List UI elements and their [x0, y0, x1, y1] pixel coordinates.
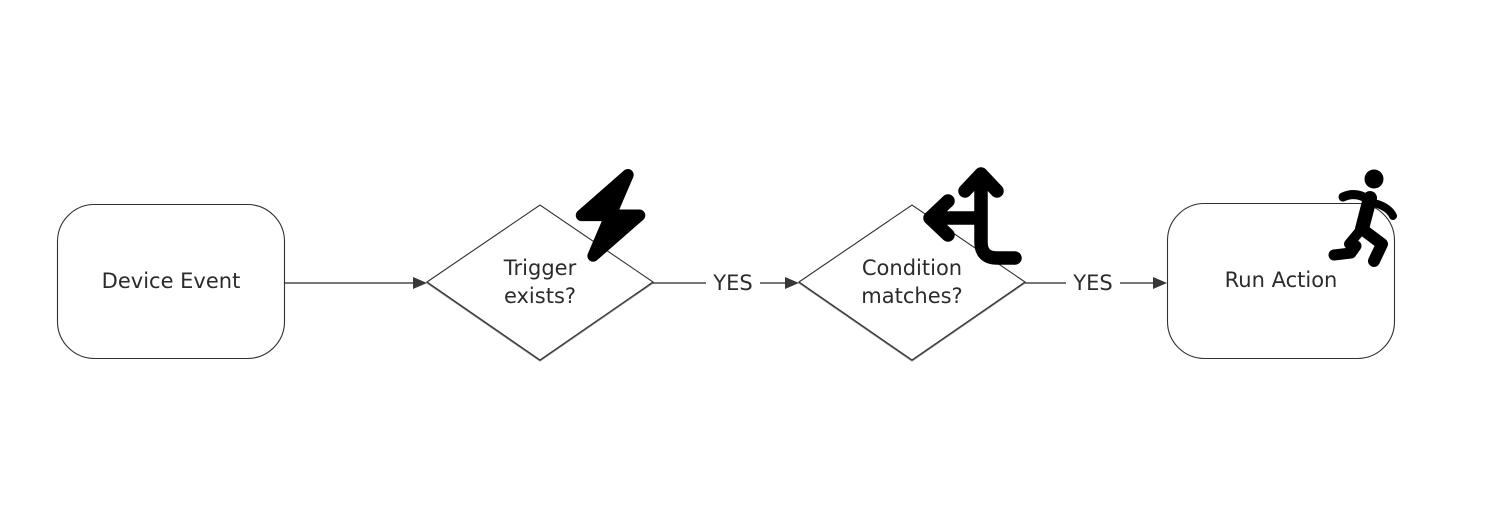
node-label-run-action: Run Action: [1224, 268, 1338, 293]
connector-condition-to-run: [1025, 277, 1167, 289]
arrows-split-up-and-left-icon: [923, 167, 1022, 265]
node-run-action: [1166, 202, 1396, 360]
node-condition-matches: [798, 204, 1026, 361]
connector-trigger-to-condition: [653, 277, 799, 289]
edge-label-yes-1: YES: [713, 270, 753, 295]
node-label-device-event: Device Event: [101, 269, 241, 294]
person-running-icon: [1328, 169, 1397, 267]
node-device-event: [56, 203, 286, 360]
node-label-condition-matches: Condition matches?: [861, 255, 963, 308]
connector-device-to-trigger: [285, 277, 427, 289]
node-label-trigger-exists: Trigger exists?: [503, 255, 577, 308]
edge-label-yes-2: YES: [1073, 270, 1113, 295]
lightning-bolt-icon: [575, 168, 646, 262]
